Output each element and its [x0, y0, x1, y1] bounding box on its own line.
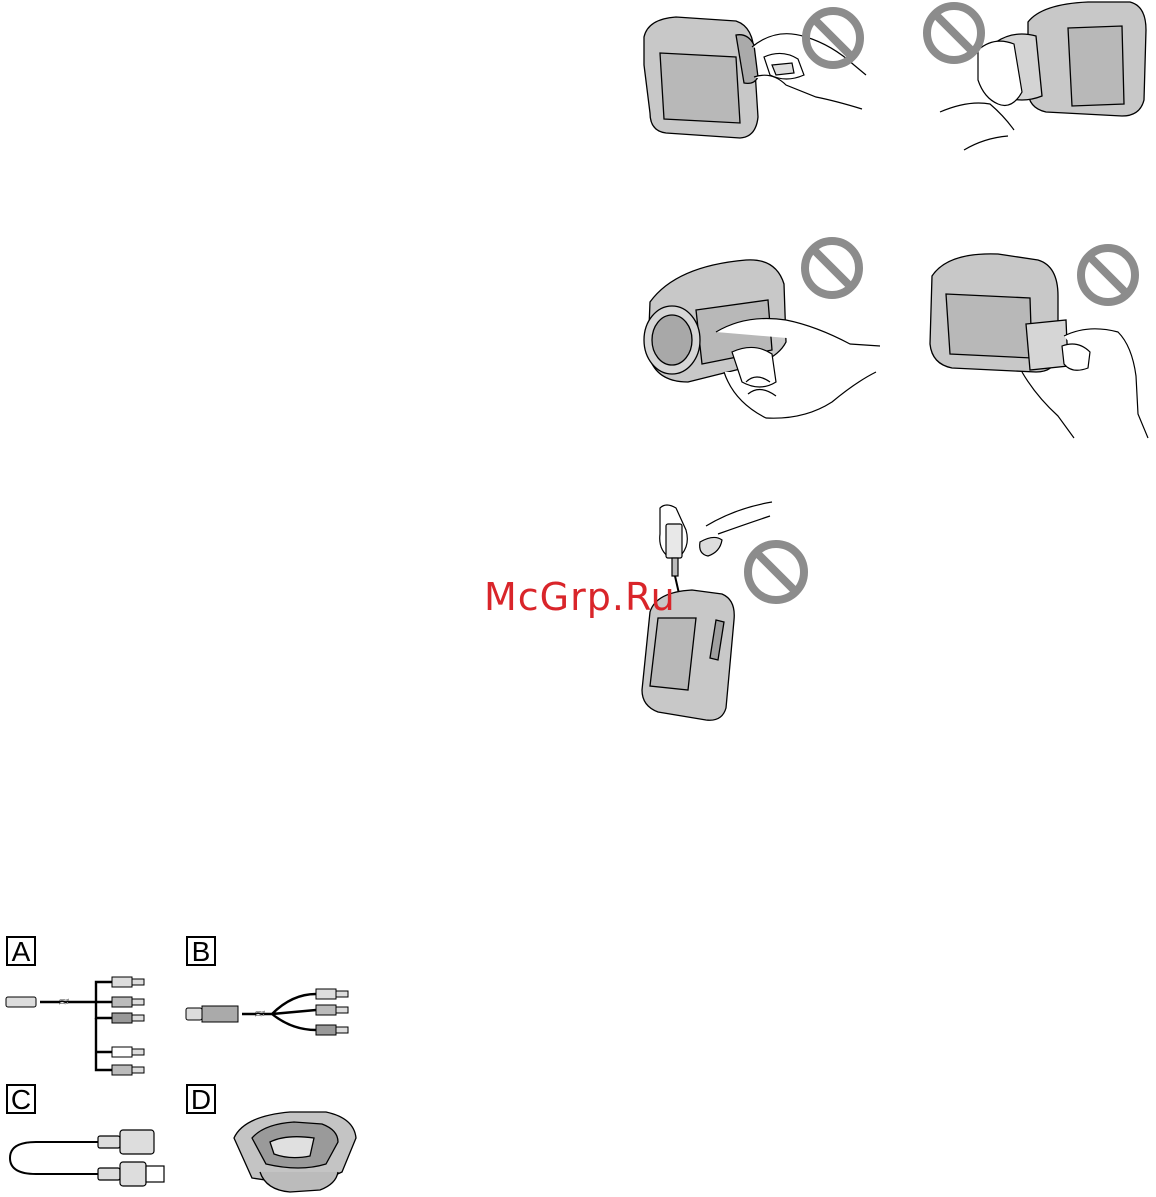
watermark-text: McGrp.Ru	[484, 578, 676, 616]
figure-lens-hood-forbidden	[918, 0, 1156, 150]
svg-text:≈: ≈	[58, 994, 70, 1010]
prohibited-sign-icon	[805, 241, 859, 295]
svg-text:≈: ≈	[254, 1006, 266, 1022]
accessory-usb-cable	[6, 1122, 170, 1186]
prohibited-sign-icon	[927, 6, 981, 60]
figure-eyecup-forbidden	[636, 5, 876, 145]
accessory-av-cable: ≈	[182, 984, 356, 1044]
accessory-label-b: B	[186, 936, 216, 966]
figure-battery-grip-forbidden	[918, 236, 1156, 438]
accessory-label-a: A	[6, 936, 36, 966]
accessory-lens-hood	[230, 1108, 360, 1194]
accessory-label-c: C	[6, 1084, 36, 1114]
accessory-av-component-cable: ≈	[0, 972, 170, 1078]
figure-lcd-grip-forbidden	[636, 232, 882, 432]
accessory-label-d: D	[186, 1084, 216, 1114]
prohibited-sign-icon	[748, 544, 804, 600]
prohibited-sign-icon	[1081, 248, 1135, 302]
